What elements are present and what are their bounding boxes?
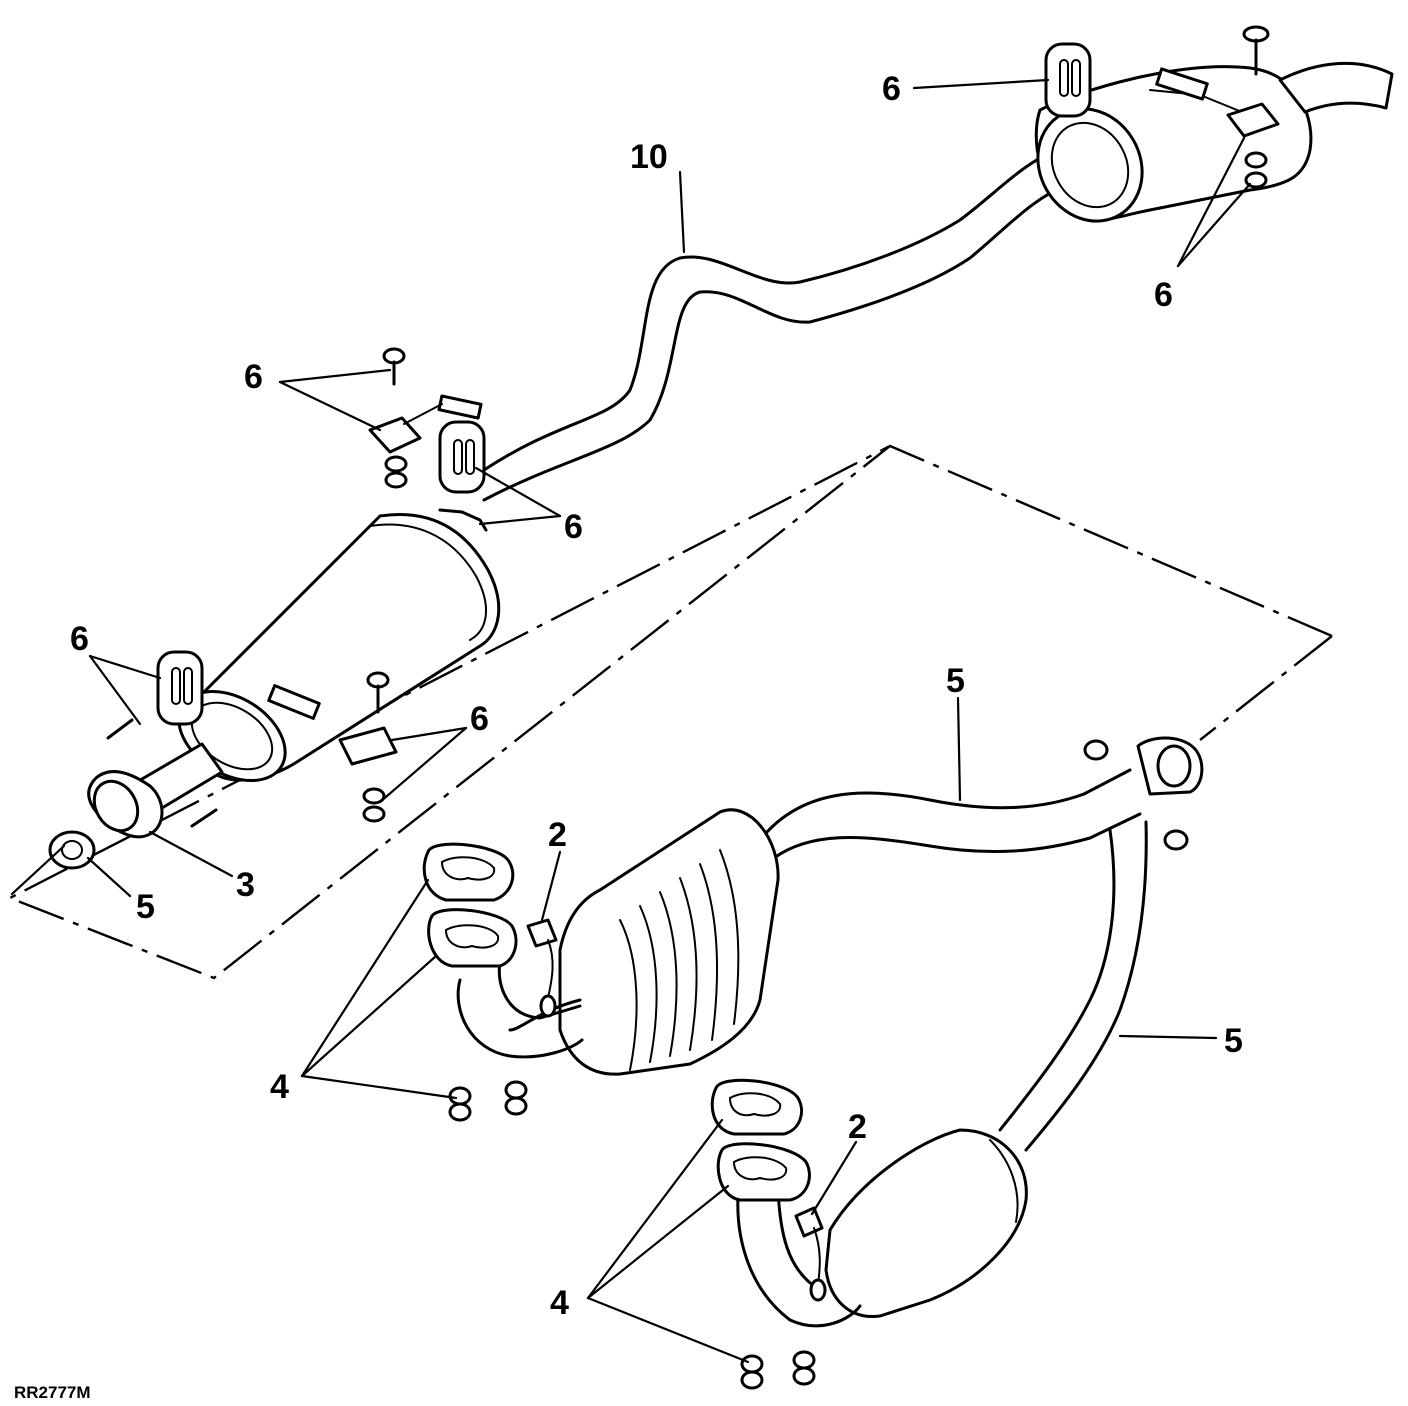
- intermediate-bracket-top: [368, 394, 483, 454]
- oxygen-sensor-lower: [794, 1206, 827, 1302]
- intermediate-bolt-top: [382, 347, 406, 386]
- callout-oxygen-sensor-lower: 2: [848, 1108, 867, 1146]
- callout-rear-mounting-rubber: 6: [882, 70, 901, 108]
- callout-intermediate-rubber-top: 6: [564, 508, 583, 546]
- front-pipe-5: [758, 736, 1204, 1152]
- intermediate-bolt-front: [366, 671, 390, 714]
- front-section-boundary: [7, 444, 1333, 980]
- catalyst-upper: [508, 808, 780, 1076]
- oxygen-sensor-upper: [526, 918, 558, 1018]
- intermediate-muffler: [128, 512, 501, 816]
- callout-rear-bracket: 6: [1154, 276, 1173, 314]
- rear-mounting-rubber: [1044, 42, 1092, 118]
- callout-gaskets-lower: 4: [550, 1284, 569, 1322]
- callout-gaskets-upper: 4: [270, 1068, 289, 1106]
- callout-intermediate-rubber-front: 6: [70, 620, 89, 658]
- callout-intermediate-bracket-front: 6: [470, 700, 489, 738]
- lower-nuts: [740, 1350, 816, 1390]
- upper-nuts: [448, 1080, 528, 1122]
- drawing-reference: RR2777M: [14, 1383, 91, 1402]
- manifold-pipe-lower: [710, 1078, 862, 1328]
- intermediate-nut-top: [384, 455, 408, 489]
- rear-muffler: [1034, 61, 1394, 223]
- callout-oxygen-sensor-upper: 2: [548, 816, 567, 854]
- front-pipe-nuts: [1083, 739, 1189, 851]
- flange-bolts: [106, 718, 218, 828]
- rear-nuts: [1244, 151, 1268, 189]
- callout-front-flange: 3: [236, 866, 255, 904]
- intermediate-mounting-rubber-top: [438, 420, 488, 532]
- tail-pipe-10: [482, 146, 1074, 502]
- sealing-ring-5: [48, 830, 96, 870]
- intermediate-mounting-rubber-front: [156, 650, 204, 726]
- callout-sealing-ring: 5: [136, 888, 155, 926]
- intermediate-nuts-front: [362, 787, 386, 823]
- front-flange-3: [87, 770, 164, 839]
- rear-bolt: [1242, 25, 1270, 76]
- catalyst-lower: [824, 1128, 1028, 1318]
- manifold-pipe-upper: [422, 842, 584, 1059]
- leader-lines: [10, 78, 1252, 1364]
- callout-front-pipe-top: 5: [946, 662, 965, 700]
- callout-intermediate-bracket-top: 6: [244, 358, 263, 396]
- callout-front-pipe-right: 5: [1224, 1022, 1243, 1060]
- callout-tail-pipe: 10: [630, 138, 668, 176]
